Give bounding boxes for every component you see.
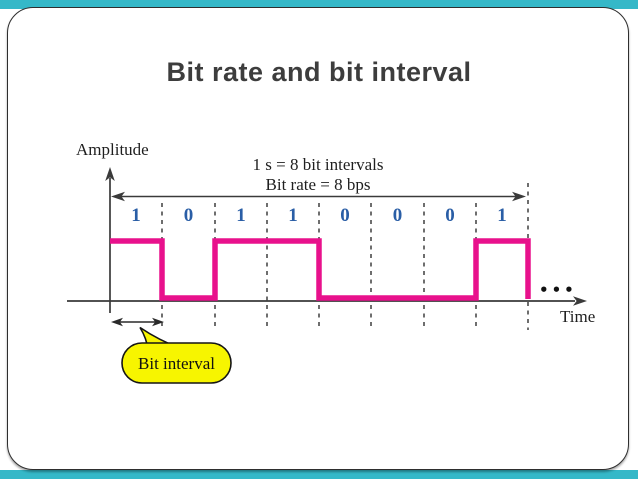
amplitude-axis-label: Amplitude — [76, 140, 149, 159]
callout-label: Bit interval — [138, 354, 215, 373]
digital-signal-waveform — [110, 238, 531, 301]
bit-values-row: 1 0 1 1 0 0 0 1 — [131, 205, 507, 226]
bit-value: 0 — [393, 205, 403, 226]
bit-value: 0 — [445, 205, 455, 226]
continuation-dots: ••• — [539, 281, 577, 299]
interval-note-label: 1 s = 8 bit intervals — [253, 155, 384, 174]
top-accent-bar — [0, 0, 638, 9]
callout-bubble — [121, 342, 232, 384]
bit-value: 0 — [184, 205, 194, 226]
bit-interval-double-arrow — [111, 317, 164, 327]
bit-value: 1 — [236, 205, 246, 226]
y-axis-arrowhead — [105, 167, 115, 181]
bitrate-note-label: Bit rate = 8 bps — [266, 175, 371, 194]
slide-title: Bit rate and bit interval — [166, 57, 472, 87]
bottom-accent-bar — [0, 470, 638, 479]
time-axis-label: Time — [560, 307, 595, 326]
bit-value: 1 — [497, 205, 507, 226]
span-double-arrow — [111, 191, 526, 202]
x-axis-arrowhead — [573, 296, 587, 306]
bit-interval-callout: Bit interval — [121, 326, 232, 384]
bit-value: 0 — [340, 205, 350, 226]
bit-value: 1 — [288, 205, 298, 226]
bit-value: 1 — [131, 205, 141, 226]
